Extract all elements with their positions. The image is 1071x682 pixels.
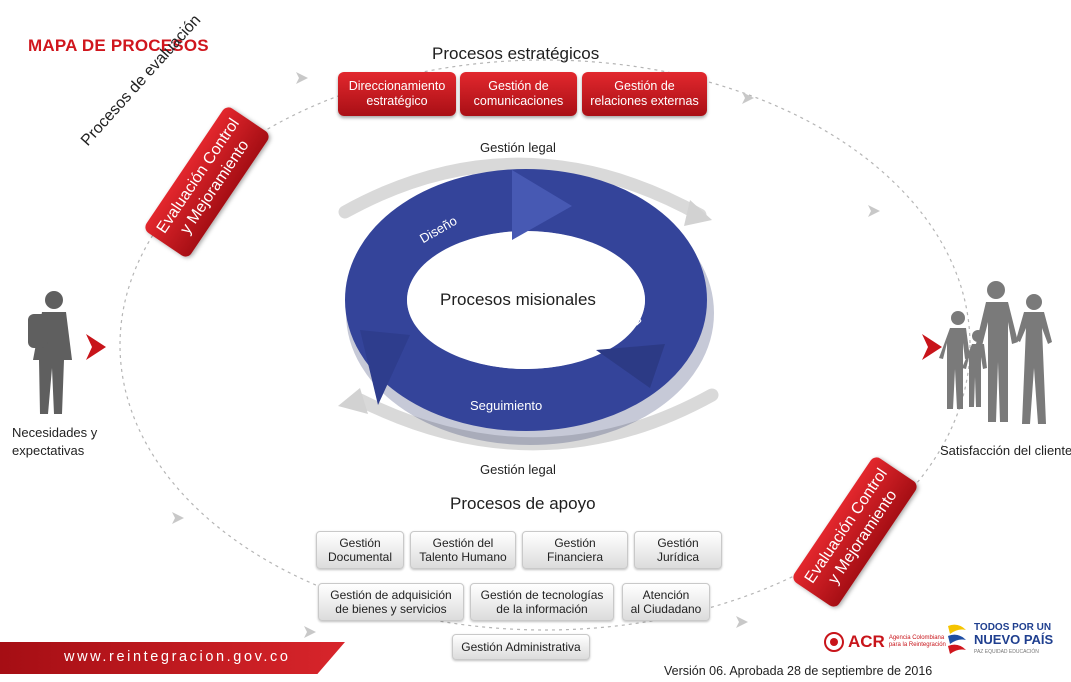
apoyo-atencion-ciudadano[interactable]: Atención al Ciudadano — [622, 583, 710, 621]
cycle-ring-inner — [407, 231, 645, 369]
estrategico-comunicaciones[interactable]: Gestión de comunicaciones — [460, 72, 577, 116]
stage-seguimiento: Seguimiento — [470, 398, 543, 413]
estrategico-relaciones-externas[interactable]: Gestión de relaciones externas — [582, 72, 707, 116]
legal-arc-top — [338, 157, 707, 222]
gov-logo-line1: TODOS POR UN — [974, 622, 1052, 633]
output-label: Satisfacción del cliente — [940, 443, 1071, 458]
footer-url[interactable]: www.reintegracion.gov.co — [64, 649, 291, 665]
family-silhouette-icon — [939, 281, 1052, 424]
page-title: MAPA DE PROCESOS — [28, 36, 209, 55]
apoyo-tecnologias[interactable]: Gestión de tecnologías de la información — [470, 583, 614, 621]
output-arrow-icon — [922, 334, 942, 360]
chevron-2 — [742, 92, 754, 104]
chevron-5 — [304, 626, 316, 638]
chevron-1 — [296, 72, 308, 84]
apoyo-talento-humano[interactable]: Gestión del Talento Humano — [410, 531, 516, 569]
legal-arc-bottom-head — [338, 388, 368, 414]
legal-arc-bottom — [353, 388, 719, 451]
chevron-4 — [172, 512, 184, 524]
input-label: Necesidades y expectativas — [12, 425, 98, 458]
hiker-silhouette-icon — [28, 291, 72, 414]
flow-chevrons — [172, 72, 880, 638]
cycle-arrowhead-2 — [596, 344, 665, 388]
apoyo-title: Procesos de apoyo — [450, 494, 596, 513]
acr-logo-text: ACR — [848, 632, 885, 651]
estrategico-direccionamiento[interactable]: Direccionamiento estratégico — [338, 72, 456, 116]
gov-logo-line2: NUEVO PAÍS — [974, 632, 1054, 647]
cycle-arrowhead-3 — [360, 330, 410, 405]
gov-flag-icon — [948, 624, 966, 654]
apoyo-administrativa[interactable]: Gestión Administrativa — [452, 634, 590, 660]
chevron-6 — [736, 616, 748, 628]
legal-arc-top-head — [684, 200, 712, 226]
version-text: Versión 06. Aprobada 28 de septiembre de… — [664, 664, 933, 678]
apoyo-adquisicion[interactable]: Gestión de adquisición de bienes y servi… — [318, 583, 464, 621]
apoyo-juridica[interactable]: Gestión Jurídica — [634, 531, 722, 569]
acr-logo: ACR Agencia Colombiana para la Reintegra… — [824, 632, 946, 652]
apoyo-financiera[interactable]: Gestión Financiera — [522, 531, 628, 569]
gov-logo-line3: PAZ EQUIDAD EDUCACIÓN — [974, 649, 1039, 655]
apoyo-documental[interactable]: Gestión Documental — [316, 531, 404, 569]
legal-bottom-label: Gestión legal — [480, 462, 556, 477]
legal-top-label: Gestión legal — [480, 140, 556, 155]
gov-logo: TODOS POR UN NUEVO PAÍS PAZ EQUIDAD EDUC… — [944, 622, 1053, 658]
acr-seal-icon — [824, 632, 844, 652]
estrategicos-title: Procesos estratégicos — [432, 44, 600, 63]
misionales-title: Procesos misionales — [440, 290, 596, 309]
acr-logo-sub: Agencia Colombiana para la Reintegración — [888, 635, 946, 648]
chevron-3 — [868, 205, 880, 217]
footer-bar — [0, 642, 345, 674]
cycle-arrowhead-1 — [512, 170, 572, 240]
input-arrow-icon — [86, 334, 106, 360]
